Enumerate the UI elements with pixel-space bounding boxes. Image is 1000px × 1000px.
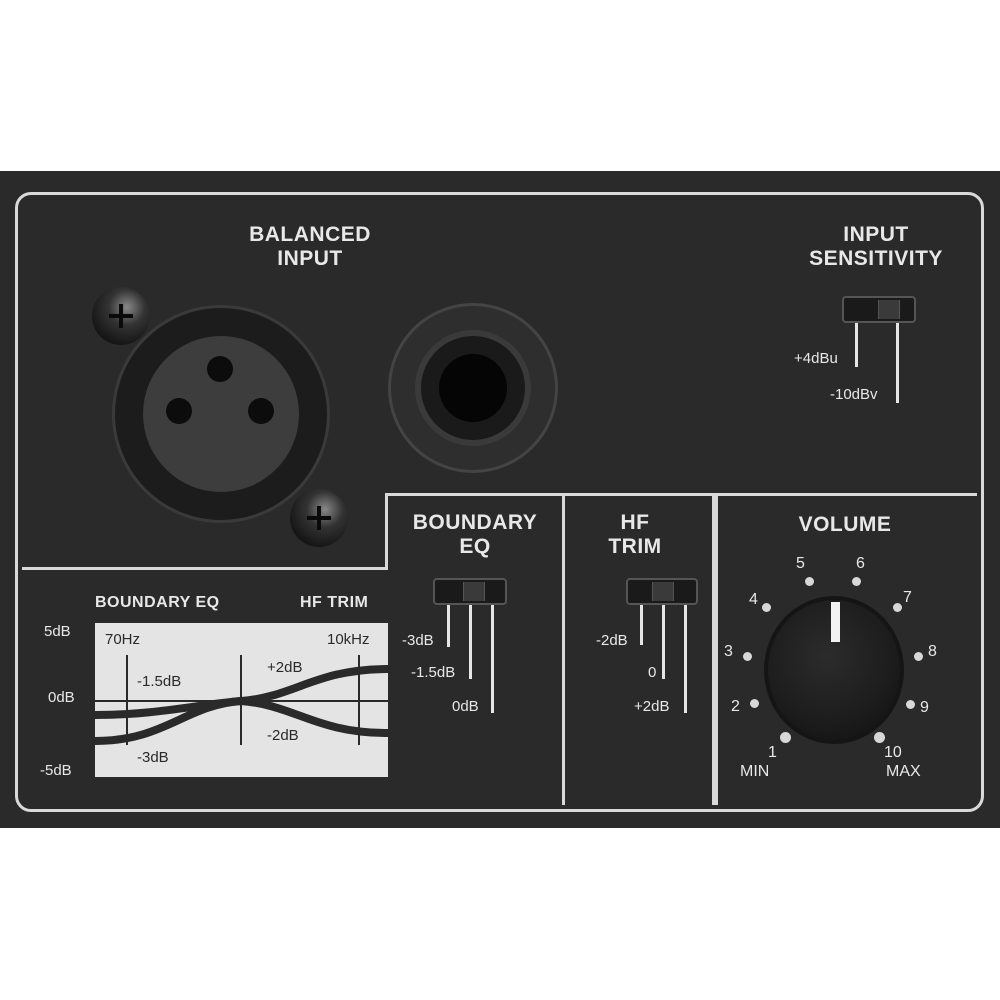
switch-thumb[interactable]	[463, 582, 485, 601]
eq-graph-curve-label: +2dB	[267, 659, 303, 676]
xlr-insert	[143, 336, 299, 492]
input-sensitivity-switch[interactable]	[842, 296, 916, 323]
volume-scale-dot	[750, 699, 759, 708]
volume-knob-indicator	[831, 602, 840, 642]
volume-scale-dot	[906, 700, 915, 709]
boundary-eq-option: 0dB	[452, 698, 479, 715]
xlr-pin-hole	[166, 398, 192, 424]
xlr-pin-hole	[248, 398, 274, 424]
hf-trim-label: HF TRIM	[608, 511, 662, 558]
boundary-eq-tick	[447, 605, 450, 647]
volume-scale-dot	[805, 577, 814, 586]
volume-scale-dot	[914, 652, 923, 661]
eq-graph-y-label: 0dB	[48, 689, 75, 706]
volume-label: VOLUME	[798, 513, 892, 536]
eq-graph-freq-high: 10kHz	[327, 631, 370, 648]
hf-trim-tick	[684, 605, 687, 713]
volume-max-label: MAX	[886, 763, 921, 780]
switch-thumb[interactable]	[652, 582, 674, 601]
boundary-eq-option: -3dB	[402, 632, 434, 649]
volume-scale-number: 9	[920, 699, 929, 716]
hf-trim-option: 0	[648, 664, 657, 681]
section-divider	[712, 493, 718, 805]
jack-ring	[415, 330, 531, 446]
volume-scale-dot	[762, 603, 771, 612]
boundary-eq-tick	[491, 605, 494, 713]
sensitivity-tick-plus4	[855, 323, 858, 367]
volume-scale-number: 8	[928, 643, 937, 660]
boundary-eq-option: -1.5dB	[411, 664, 456, 681]
hf-trim-switch[interactable]	[626, 578, 698, 605]
volume-scale-number: 4	[749, 591, 758, 608]
balanced-input-label: BALANCED INPUT	[249, 223, 371, 270]
volume-scale-dot	[852, 577, 861, 586]
volume-scale-dot	[874, 732, 885, 743]
screw-icon	[290, 489, 348, 547]
xlr-pin-hole	[207, 356, 233, 382]
section-divider	[385, 493, 977, 496]
boundary-eq-switch[interactable]	[433, 578, 507, 605]
volume-scale-dot	[893, 603, 902, 612]
volume-scale-number: 1	[768, 744, 777, 761]
sensitivity-tick-minus10	[896, 323, 899, 403]
rear-panel: BALANCED INPUT INPUT SENSITIVITY +4dBu -…	[0, 171, 1000, 828]
volume-knob[interactable]	[764, 596, 904, 744]
volume-scale-dot	[743, 652, 752, 661]
quarter-inch-jack-connector[interactable]	[388, 303, 558, 473]
eq-curves-svg	[95, 655, 388, 745]
volume-scale-number: 10	[884, 744, 902, 761]
hf-trim-option: -2dB	[596, 632, 628, 649]
jack-hole	[439, 354, 507, 422]
section-divider	[22, 567, 388, 570]
eq-graph-title-boundary: BOUNDARY EQ	[95, 594, 220, 611]
sensitivity-option-minus10: -10dBv	[830, 386, 878, 403]
boundary-eq-label: BOUNDARY EQ	[412, 511, 538, 558]
input-sensitivity-label: INPUT SENSITIVITY	[809, 223, 943, 270]
section-divider	[562, 493, 565, 805]
hf-trim-tick	[640, 605, 643, 645]
hf-trim-tick	[662, 605, 665, 679]
volume-scale-number: 5	[796, 555, 805, 572]
eq-graph-y-label: -5dB	[40, 762, 72, 779]
volume-scale-dot	[780, 732, 791, 743]
eq-graph-curve-label: -1.5dB	[137, 673, 182, 690]
volume-scale-number: 7	[903, 589, 912, 606]
volume-scale-number: 2	[731, 698, 740, 715]
switch-thumb[interactable]	[878, 300, 900, 319]
boundary-eq-tick	[469, 605, 472, 679]
screw-icon	[92, 287, 150, 345]
eq-response-graph: 70Hz 10kHz -1.5dB -3dB +2dB -2dB	[95, 623, 388, 777]
section-divider	[385, 493, 388, 570]
eq-graph-y-label: 5dB	[44, 623, 71, 640]
volume-scale-number: 6	[856, 555, 865, 572]
hf-trim-option: +2dB	[634, 698, 670, 715]
volume-scale-number: 3	[724, 643, 733, 660]
xlr-input-connector[interactable]	[112, 305, 330, 523]
panel-outline	[15, 192, 984, 812]
eq-graph-curve-label: -3dB	[137, 749, 169, 766]
volume-min-label: MIN	[740, 763, 770, 780]
eq-graph-freq-low: 70Hz	[105, 631, 141, 648]
eq-graph-title-hf: HF TRIM	[300, 594, 369, 611]
eq-graph-curve-label: -2dB	[267, 727, 299, 744]
sensitivity-option-plus4: +4dBu	[794, 350, 838, 367]
